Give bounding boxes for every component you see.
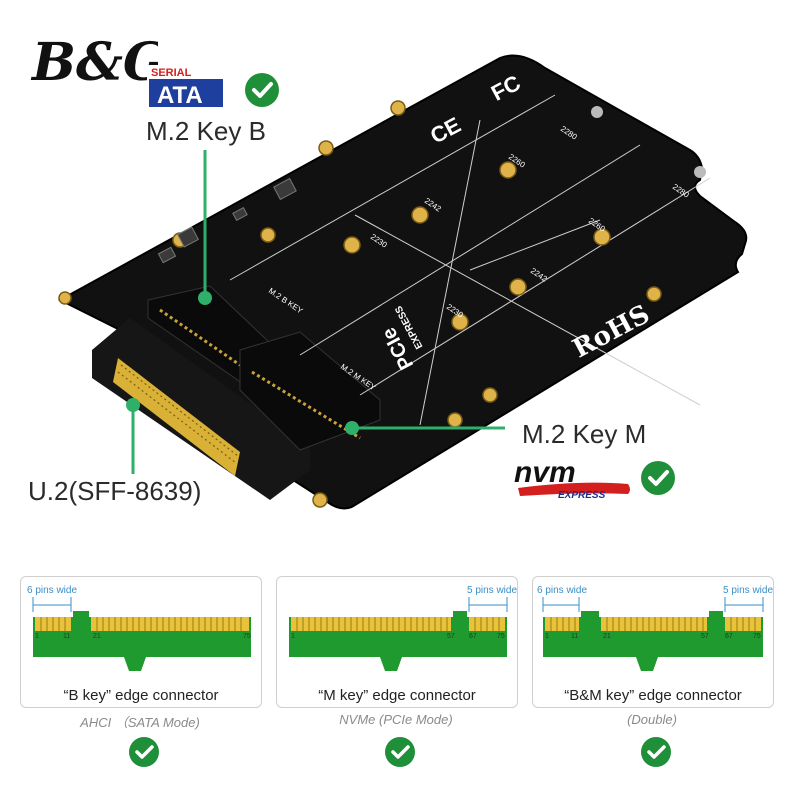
nvme-check-icon: [640, 460, 676, 496]
nvm-logo-sub: EXPRESS: [558, 490, 606, 501]
callout-u2: U.2(SFF-8639): [28, 476, 202, 506]
pin-number: 57: [447, 633, 455, 640]
u2-gold-fingers: [113, 358, 240, 476]
pin-number: 67: [469, 633, 477, 640]
adapter-board-illustration: FC CE RoHS PCIe EXPRESS M.2 B KEY M.2 M …: [57, 54, 748, 510]
nvm-logo-main: nvm: [514, 456, 576, 489]
brand-logo: B&G: [28, 18, 167, 108]
pin-number: 21: [603, 633, 611, 640]
b-key-connector-drawing: [32, 597, 251, 671]
pins-wide-note: 5 pins wide: [723, 585, 774, 596]
sata-logo-top: SERIAL: [151, 67, 192, 79]
b-key-label: “B key” edge connector: [63, 687, 219, 704]
pin-number: 1: [545, 633, 549, 640]
m-key-connector-drawing: [289, 597, 508, 671]
m-key-check-icon: [382, 734, 418, 770]
pins-wide-note: 6 pins wide: [537, 585, 588, 596]
b-key-connector-panel: 6 pins wide 1 11 21 75 “B key” edge conn…: [20, 576, 262, 708]
pins-wide-note: 5 pins wide: [467, 585, 518, 596]
pins-wide-note: 6 pins wide: [27, 585, 78, 596]
sata-check-icon: [244, 72, 280, 108]
pin-number: 1: [35, 633, 39, 640]
callout-m2-key-b: M.2 Key B: [146, 116, 266, 146]
sata-logo-main: ATA: [157, 82, 203, 109]
bm-key-mode: (Double): [627, 712, 677, 727]
pin-number: 75: [243, 633, 251, 640]
m-key-label: “M key” edge connector: [318, 687, 476, 704]
bm-key-label: “B&M key” edge connector: [564, 687, 742, 704]
b-key-check-icon: [126, 734, 162, 770]
m-key-connector-panel: 5 pins wide 1 57 67 75 “M key” edge conn…: [276, 576, 518, 708]
pin-number: 21: [93, 633, 101, 640]
nvm-express-logo: nvm EXPRESS: [510, 452, 640, 508]
serial-ata-logo: SERIAL ATA: [147, 65, 227, 109]
pin-number: 1: [291, 633, 295, 640]
pin-number: 11: [63, 633, 71, 640]
brand-logo-text: B&G: [30, 32, 158, 93]
pin-number: 67: [725, 633, 733, 640]
bm-key-connector-panel: 6 pins wide 5 pins wide 1 11 21 57 67 75…: [532, 576, 774, 708]
pin-number: 11: [571, 633, 579, 640]
pin-number: 75: [497, 633, 505, 640]
b-key-mode: AHCI （SATA Mode): [80, 715, 200, 730]
pin-number: 57: [701, 633, 709, 640]
m-key-mode: NVMe (PCIe Mode): [339, 712, 453, 727]
callout-m2-key-m: M.2 Key M: [522, 419, 647, 449]
pin-number: 75: [753, 633, 761, 640]
bm-key-connector-drawing: [542, 597, 764, 671]
bm-key-check-icon: [638, 734, 674, 770]
